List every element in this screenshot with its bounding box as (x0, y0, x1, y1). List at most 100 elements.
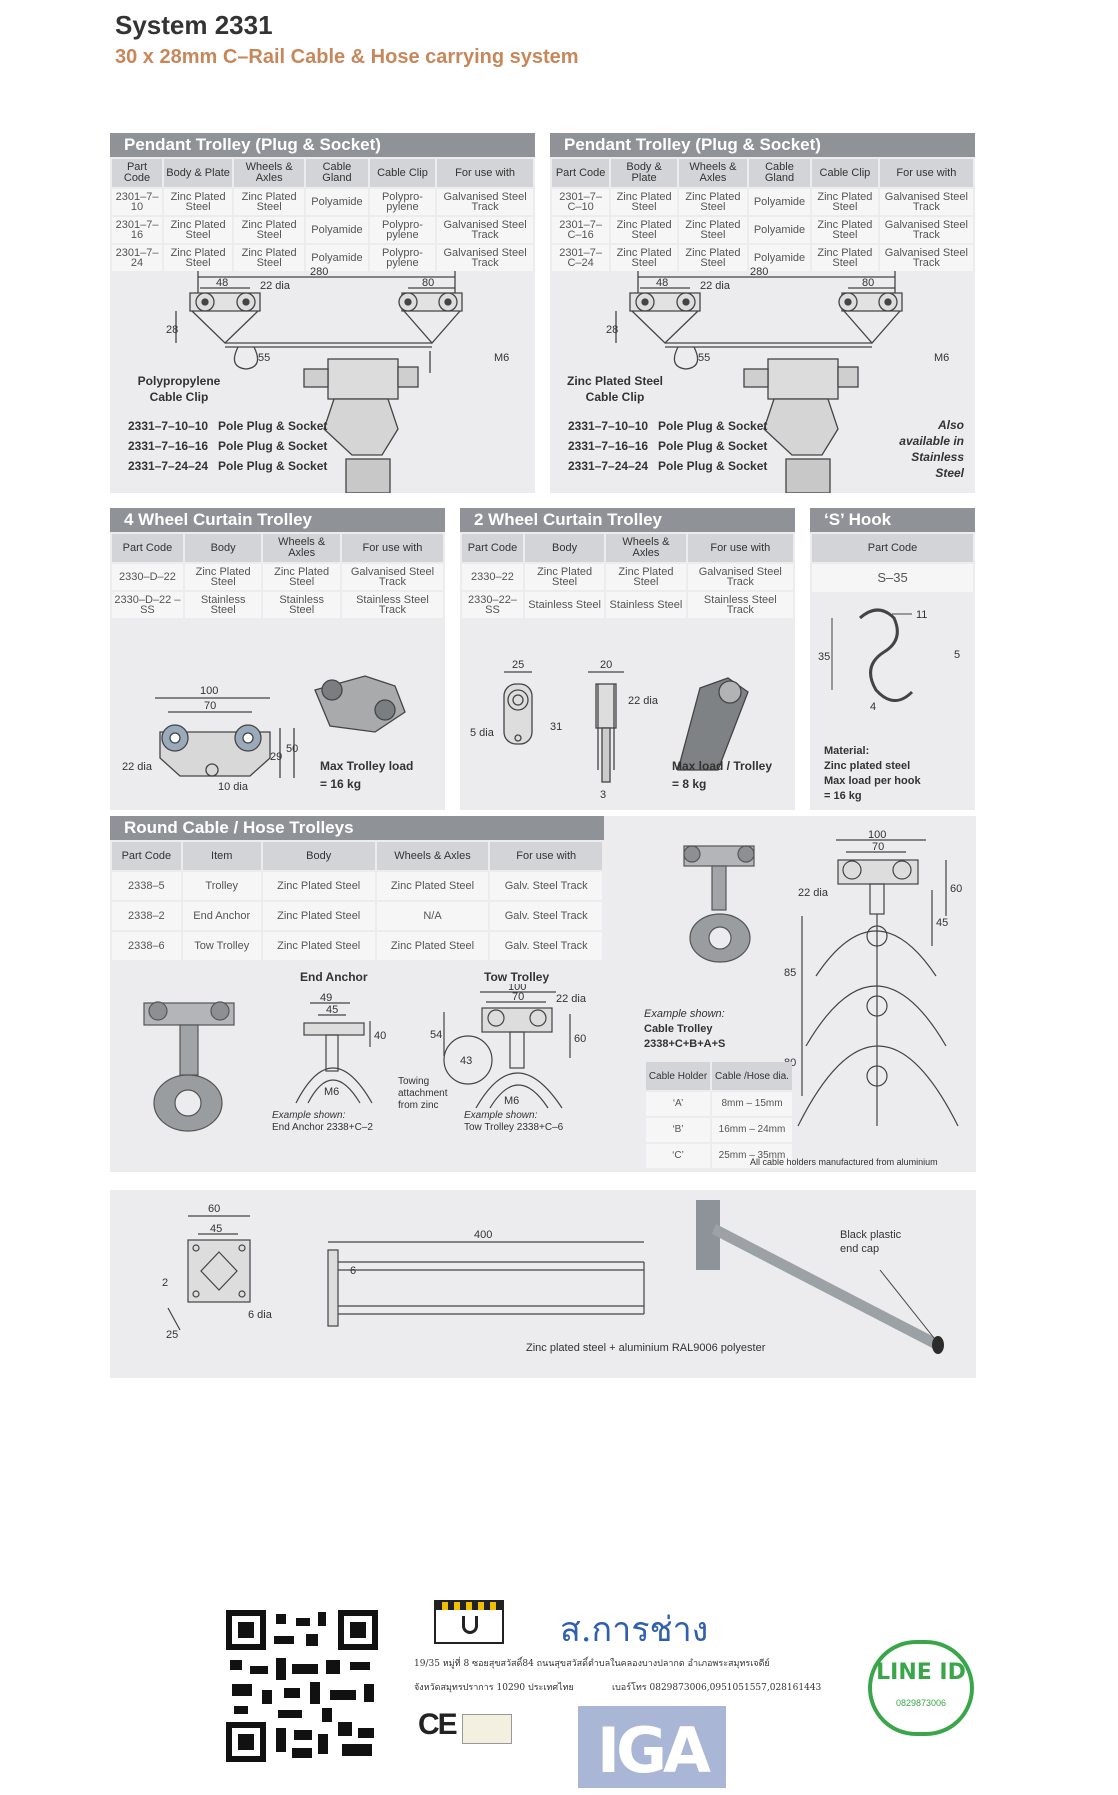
end-anchor-drawing: 49 45 40 M6 (295, 992, 386, 1104)
col-header: Cable Gland (306, 159, 368, 187)
dim-bolt: M6 (494, 352, 509, 364)
dim-h: 35 (818, 651, 830, 663)
tow-trolley-drawing: 100 70 22 dia 54 60 43 M6 (430, 984, 587, 1109)
curtain2-heading: 2 Wheel Curtain Trolley (460, 508, 795, 532)
col-header: For use with (879, 159, 973, 187)
dim-clip: 55 (698, 352, 710, 364)
curtain2-table: Part Code Body Wheels & Axles For use wi… (460, 532, 795, 620)
bracket-finish: Zinc plated steel + aluminium RAL9006 po… (526, 1342, 766, 1354)
dim-c: 43 (460, 1055, 472, 1067)
clip-label: Zinc Plated Steel Cable Clip (566, 374, 664, 404)
cable-trolley-example-2: 2338+C+B+A+S (644, 1038, 726, 1050)
company-address-1: 19/35 หมู่ที่ 8 ซอยสุขสวัสดิ์84 ถนนสุขสว… (414, 1659, 770, 1669)
dim-h3: 85 (784, 967, 796, 979)
dim-right: 80 (862, 277, 874, 289)
shook-heading: ‘S’ Hook (810, 508, 975, 532)
ce-mark: CE (418, 1708, 458, 1741)
shook-material: Material: Zinc plated steel Max load per… (824, 745, 921, 802)
pendant-trolley-right-panel: Pendant Trolley (Plug & Socket) Part Cod… (550, 133, 975, 493)
page-subtitle: 30 x 28mm C–Rail Cable & Hose carrying s… (115, 46, 579, 68)
round-cable-panel: Round Cable / Hose Trolleys Part Code It… (110, 816, 976, 1172)
col-header: Wheels & Axles (376, 842, 489, 870)
company-phone: เบอร์โทร 0829873006,0951051557,028161443 (612, 1683, 822, 1693)
dim-h: 40 (374, 1030, 386, 1042)
table-row: ‘C’25mm – 35mm (646, 1144, 792, 1168)
clip-label: Polypropylene Cable Clip (137, 374, 221, 404)
dim-d2: 45 (326, 1004, 338, 1016)
dim-overall: 280 (750, 266, 768, 278)
dim-a: 11 (916, 609, 927, 621)
cable-trolley-example-label: Example shown: (644, 1008, 725, 1020)
dim-w2: 70 (204, 700, 216, 712)
dim-right: 80 (422, 277, 434, 289)
curtain4-load: Max Trolley load = 16 kg (320, 759, 414, 791)
holder-note: All cable holders manufactured from alum… (750, 1157, 938, 1167)
dim-dia: 22 dia (700, 280, 731, 292)
round-table: Part Code Item Body Wheels & Axles For u… (110, 840, 604, 962)
dim-w1: 100 (200, 685, 218, 697)
col-header: Cable Holder (646, 1062, 710, 1090)
dim-left: 48 (656, 277, 668, 289)
col-header: Wheels & Axles (263, 534, 340, 562)
dim-h1: 60 (950, 883, 962, 895)
tow-example-label: Example shown: (464, 1110, 538, 1121)
col-header: Wheels & Axles (606, 534, 686, 562)
curtain2-load: Max load / Trolley = 8 kg (672, 759, 773, 791)
end-anchor-title: End Anchor (300, 970, 368, 984)
dim-d1: 100 (508, 984, 526, 993)
col-header: Body & Plate (164, 159, 233, 187)
col-header: Part Code (112, 842, 181, 870)
col-header: Part Code (462, 534, 523, 562)
dim-overall: 280 (310, 266, 328, 278)
qr-code (226, 1610, 378, 1762)
col-header: Body (524, 534, 605, 562)
dim-b: 5 (954, 649, 960, 661)
line-id-number: 0829873006 (895, 1698, 947, 1708)
col-header: Cable /Hose dia. (712, 1062, 792, 1090)
dim-dia: 22 dia (260, 280, 291, 292)
line-id-label: LINE ID (876, 1660, 966, 1685)
pendant-left-heading: Pendant Trolley (Plug & Socket) (110, 133, 535, 157)
dim-hole: 6 dia (248, 1309, 273, 1321)
col-header: Part Code (812, 534, 973, 562)
curtain4-heading: 4 Wheel Curtain Trolley (110, 508, 445, 532)
dim-height: 28 (606, 324, 618, 336)
dim-h2: 45 (936, 917, 948, 929)
company-address-2: จังหวัดสมุทรปราการ 10290 ประเทศไทย (414, 1683, 574, 1693)
col-header: Body (184, 534, 262, 562)
pendant-trolley-left-panel: Pendant Trolley (Plug & Socket) Part Cod… (110, 133, 535, 493)
col-header: Part Code (112, 534, 183, 562)
dim-t: 3 (600, 789, 606, 801)
end-anchor-example: End Anchor 2338+C–2 (272, 1122, 373, 1133)
col-header: Cable Clip (812, 159, 878, 187)
pendant-left-table: Part Code Body & Plate Wheels & Axles Ca… (110, 157, 535, 273)
table-row: ‘B’16mm – 24mm (646, 1118, 792, 1142)
dim-d2: 70 (512, 991, 524, 1003)
towing-attachment-label: Towing attachment from zinc (398, 1076, 448, 1111)
col-header: Body (262, 842, 375, 870)
dim-dia: 22 dia (556, 993, 587, 1005)
s-hook-drawing: 11 5 35 4 (818, 608, 960, 713)
dim-h2: 60 (574, 1033, 586, 1045)
certification-badge-icon (462, 1714, 512, 1744)
col-header: Part Code (552, 159, 610, 187)
dim-left: 48 (216, 277, 228, 289)
table-row: S–35 (812, 564, 973, 592)
pendant-right-heading: Pendant Trolley (Plug & Socket) (550, 133, 975, 157)
col-header: Part Code (112, 159, 163, 187)
company-name: ส.การช่าง (560, 1610, 709, 1650)
col-header: Item (182, 842, 261, 870)
cable-trolley-drawing: 100 70 22 dia 60 45 85 80 (784, 829, 962, 1127)
s-hook-panel: ‘S’ Hook Part Code S–35 11 5 35 4 Materi… (810, 508, 975, 810)
shook-table: Part Code S–35 (810, 532, 975, 594)
dim-t: 2 (162, 1277, 168, 1289)
dim-w: 25 (512, 659, 524, 671)
table-row: ‘A’8mm – 15mm (646, 1092, 792, 1116)
